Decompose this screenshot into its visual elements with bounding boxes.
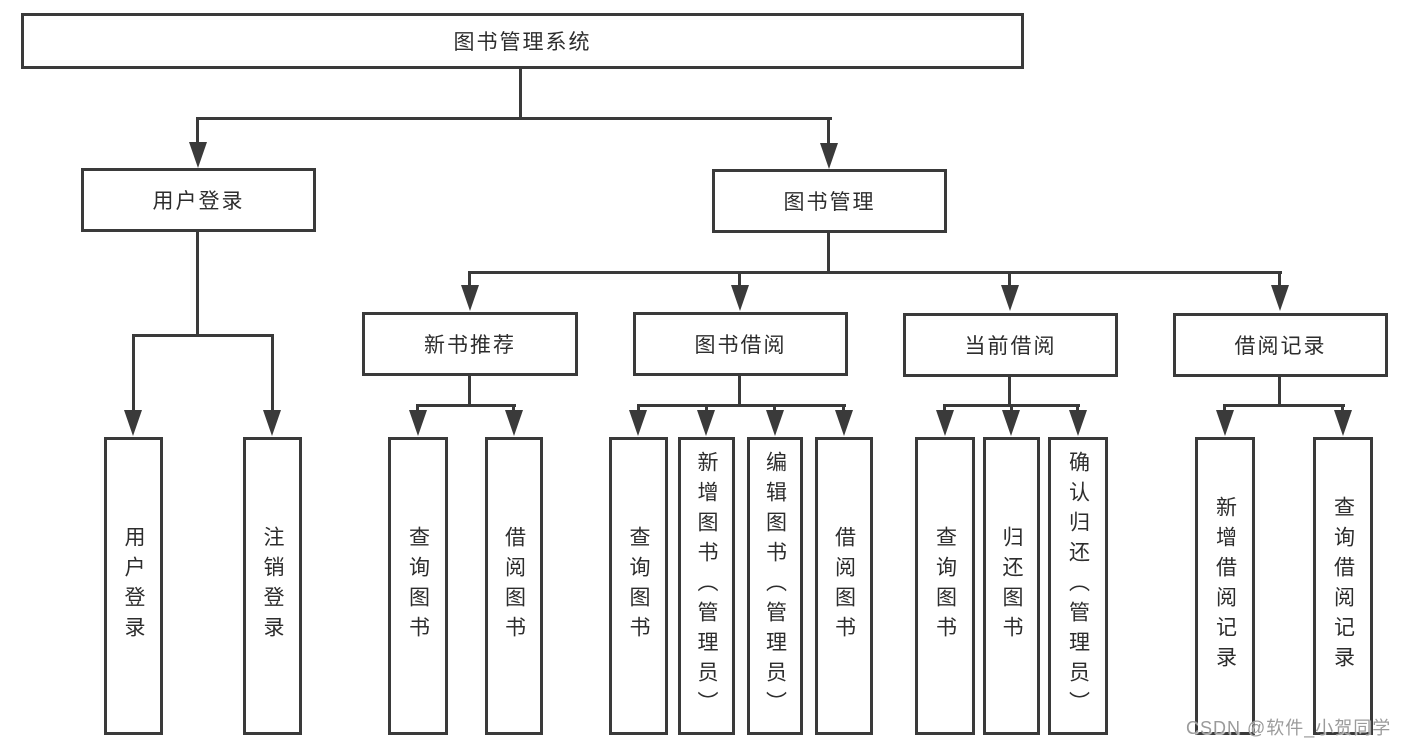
leaf-query-books-borrowing: 查询图书 <box>609 437 668 735</box>
connector-vline <box>943 405 946 412</box>
node-label: 当前借阅 <box>964 335 1057 358</box>
node-label: 新书推荐 <box>424 334 516 357</box>
connector-hline <box>197 117 832 120</box>
arrow-down-icon <box>697 410 715 436</box>
csdn-watermark: CSDN @软件_小贺同学 <box>1186 718 1392 738</box>
connector-hline <box>132 334 274 337</box>
node-user-login: 用户登录 <box>81 168 316 232</box>
connector-vline <box>1008 271 1011 287</box>
arrow-down-icon <box>461 285 479 311</box>
connector-vline <box>1341 405 1344 412</box>
connector-vline <box>827 117 830 144</box>
connector-vline <box>196 117 199 144</box>
leaf-label: 用户登录 <box>122 526 145 646</box>
arrow-down-icon <box>629 410 647 436</box>
connector-vline <box>132 334 135 412</box>
connector-vline <box>468 376 471 407</box>
connector-vline <box>738 376 741 407</box>
node-current-borrowing: 当前借阅 <box>903 313 1118 377</box>
connector-hline <box>416 404 516 407</box>
arrow-down-icon <box>1002 410 1020 436</box>
connector-vline <box>773 405 776 412</box>
leaf-edit-book-admin: 编辑图书（管理员） <box>747 437 803 735</box>
node-book-borrowing: 图书借阅 <box>633 312 848 376</box>
arrow-down-icon <box>1334 410 1352 436</box>
connector-vline <box>196 232 199 336</box>
leaf-query-books-current: 查询图书 <box>915 437 975 735</box>
node-label: 图书管理 <box>783 191 876 214</box>
connector-vline <box>827 233 830 274</box>
node-new-book-recommendation: 新书推荐 <box>362 312 578 376</box>
leaf-label: 编辑图书（管理员） <box>763 451 787 721</box>
leaf-label: 查询图书 <box>406 526 430 646</box>
leaf-label: 查询图书 <box>933 526 957 646</box>
connector-vline <box>738 271 741 287</box>
connector-vline <box>1223 405 1226 412</box>
arrow-down-icon <box>409 410 427 436</box>
leaf-label: 查询图书 <box>627 526 650 646</box>
connector-vline <box>1010 405 1013 412</box>
node-label: 图书借阅 <box>694 334 787 357</box>
connector-hline <box>637 404 846 407</box>
connector-vline <box>271 334 274 412</box>
leaf-borrow-books-recommend: 借阅图书 <box>485 437 543 735</box>
leaf-label: 新增图书（管理员） <box>695 451 718 721</box>
leaf-label: 注销登录 <box>261 526 284 646</box>
node-borrowing-records: 借阅记录 <box>1173 313 1388 377</box>
connector-vline <box>1008 377 1011 407</box>
arrow-down-icon <box>820 143 838 169</box>
leaf-label: 确认归还（管理员） <box>1066 451 1090 721</box>
node-label: 借阅记录 <box>1234 335 1327 358</box>
arrow-down-icon <box>1216 410 1234 436</box>
connector-vline <box>1278 377 1281 407</box>
node-label: 用户登录 <box>152 190 245 213</box>
node-label: 图书管理系统 <box>453 31 592 54</box>
connector-vline <box>468 271 471 287</box>
leaf-label: 归还图书 <box>1000 526 1023 646</box>
arrow-down-icon <box>766 410 784 436</box>
connector-vline <box>416 405 419 412</box>
leaf-label: 新增借阅记录 <box>1213 496 1237 676</box>
leaf-return-books: 归还图书 <box>983 437 1040 735</box>
arrow-down-icon <box>189 142 207 168</box>
leaf-label: 查询借阅记录 <box>1331 496 1355 676</box>
leaf-add-book-admin: 新增图书（管理员） <box>678 437 735 735</box>
leaf-query-books-recommend: 查询图书 <box>388 437 448 735</box>
arrow-down-icon <box>731 285 749 311</box>
arrow-down-icon <box>263 410 281 436</box>
arrow-down-icon <box>1001 285 1019 311</box>
leaf-query-borrow-record: 查询借阅记录 <box>1313 437 1373 735</box>
arrow-down-icon <box>936 410 954 436</box>
connector-hline <box>1223 404 1345 407</box>
leaf-user-login: 用户登录 <box>104 437 163 735</box>
connector-vline <box>512 405 515 412</box>
connector-vline <box>637 405 640 412</box>
connector-vline <box>1076 405 1079 412</box>
leaf-confirm-return-admin: 确认归还（管理员） <box>1048 437 1108 735</box>
connector-vline <box>1278 271 1281 287</box>
leaf-label: 借阅图书 <box>832 526 856 646</box>
node-book-management: 图书管理 <box>712 169 947 233</box>
arrow-down-icon <box>835 410 853 436</box>
leaf-logout: 注销登录 <box>243 437 302 735</box>
leaf-label: 借阅图书 <box>502 526 526 646</box>
node-library-management-system: 图书管理系统 <box>21 13 1024 69</box>
connector-vline <box>705 405 708 412</box>
arrow-down-icon <box>505 410 523 436</box>
connector-vline <box>842 405 845 412</box>
arrow-down-icon <box>124 410 142 436</box>
arrow-down-icon <box>1069 410 1087 436</box>
leaf-add-borrow-record: 新增借阅记录 <box>1195 437 1255 735</box>
connector-hline <box>468 271 1282 274</box>
leaf-borrow-books-borrowing: 借阅图书 <box>815 437 873 735</box>
connector-vline <box>519 68 522 119</box>
arrow-down-icon <box>1271 285 1289 311</box>
